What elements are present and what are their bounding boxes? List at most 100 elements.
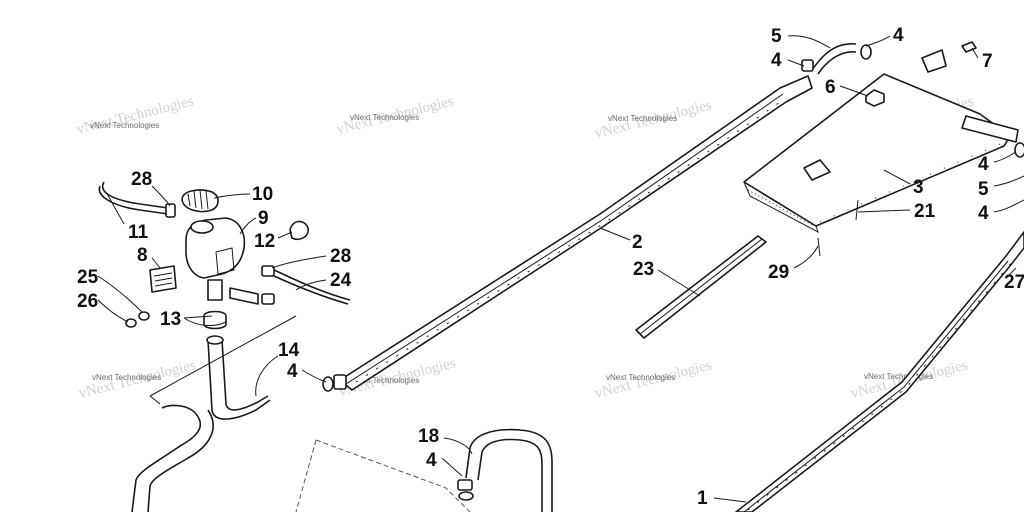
watermark-7: vNext Technologies vNext Technologies xyxy=(593,357,713,402)
leader-28b xyxy=(271,255,327,269)
overflow-hose xyxy=(273,269,351,305)
leader-26 xyxy=(97,299,129,323)
tank-neck xyxy=(190,220,214,234)
main-heat-exchanger-rail xyxy=(735,231,1024,512)
callout-28: 28 xyxy=(131,169,152,190)
lower-hose-assembly xyxy=(295,428,553,512)
callout-9: 9 xyxy=(258,208,269,229)
callout-4: 4 xyxy=(978,203,989,224)
watermark-text: vNext Technologies xyxy=(350,376,419,385)
hose-clamp xyxy=(457,479,473,491)
tank-spout xyxy=(207,279,223,301)
hose-clamp xyxy=(165,203,176,218)
callout-7: 7 xyxy=(982,51,993,72)
callout-8: 8 xyxy=(137,245,148,266)
callout-24: 24 xyxy=(330,270,352,291)
callout-6: 6 xyxy=(825,77,836,98)
push-nut xyxy=(865,89,885,107)
callout-28: 28 xyxy=(330,246,351,267)
assembly-bracket-outline xyxy=(149,315,297,405)
cable-tie xyxy=(817,237,821,257)
leader-28a xyxy=(151,185,171,207)
leader-4c xyxy=(993,151,1017,163)
retaining-ring xyxy=(289,220,310,241)
callout-3: 3 xyxy=(913,177,924,198)
callouts: 1 2 3 4 4 4 4 4 4 5 5 6 7 8 9 10 11 12 1… xyxy=(77,25,1024,509)
leader-27 xyxy=(1007,267,1017,277)
rail-edge xyxy=(345,93,784,385)
leader-2 xyxy=(599,227,631,241)
callout-12: 12 xyxy=(254,231,275,252)
leader-5b xyxy=(993,175,1024,187)
leader-25 xyxy=(97,275,143,313)
callout-4: 4 xyxy=(893,25,904,46)
lower-hose xyxy=(131,404,214,512)
leader-24 xyxy=(295,279,327,291)
callout-10: 10 xyxy=(252,184,273,205)
tank-bracket xyxy=(215,247,235,275)
callout-27: 27 xyxy=(1004,272,1024,293)
cable-tie xyxy=(855,199,859,221)
watermark-text: vNext Technologies xyxy=(90,121,159,130)
leader-4f xyxy=(441,457,463,477)
leader-3 xyxy=(883,169,911,185)
callout-14: 14 xyxy=(278,340,300,361)
leader-lines xyxy=(97,35,1024,503)
leader-4d xyxy=(993,199,1024,213)
bolt xyxy=(961,41,977,53)
watermark-shadow-text: vNext Technologies xyxy=(75,93,195,138)
leader-9 xyxy=(239,217,257,235)
washer xyxy=(138,311,150,321)
leader-10 xyxy=(213,193,251,199)
tank-outlet-fitting xyxy=(229,287,259,305)
engine-outline xyxy=(295,439,471,512)
callout-23: 23 xyxy=(633,259,654,280)
heat-shield-assembly xyxy=(743,41,1024,257)
callout-25: 25 xyxy=(77,267,99,288)
leader-29 xyxy=(793,245,819,269)
rail-edge xyxy=(743,260,1009,512)
callout-2: 2 xyxy=(632,232,643,253)
callout-4: 4 xyxy=(978,154,989,175)
leader-13 xyxy=(183,315,227,326)
rail-strip-edge xyxy=(639,238,763,335)
nut xyxy=(125,318,137,328)
seal-washer xyxy=(860,44,872,60)
heat-shield-fold xyxy=(743,181,819,234)
leader-14 xyxy=(255,355,279,397)
leader-18 xyxy=(443,437,473,455)
upper-hose xyxy=(811,43,857,75)
hose-end xyxy=(206,335,224,345)
watermark-1: vNext Technologies vNext Technologies xyxy=(75,93,195,138)
heat-exchanger-rails xyxy=(322,43,1024,512)
hose-clamp xyxy=(261,293,275,305)
leader-8 xyxy=(151,257,161,269)
seal-washer xyxy=(458,491,474,501)
leader-7 xyxy=(971,47,979,59)
heat-shield-bracket xyxy=(803,159,831,181)
watermark-text: vNext Technologies xyxy=(92,373,161,382)
callout-5: 5 xyxy=(978,179,989,200)
watermark-3: vNext Technologies vNext Technologies xyxy=(593,97,713,142)
callout-18: 18 xyxy=(418,426,439,447)
heat-shield-top-tube xyxy=(961,115,1019,143)
seal-washer xyxy=(322,376,334,392)
leader-12 xyxy=(277,231,293,239)
hose-clamp xyxy=(203,310,227,330)
hose-clamp xyxy=(261,265,275,277)
coolant-tank-assembly xyxy=(98,181,351,512)
callout-29: 29 xyxy=(768,262,789,283)
leader-21 xyxy=(857,209,911,213)
callout-4: 4 xyxy=(771,50,782,71)
watermark-text: vNext Technologies xyxy=(606,373,675,382)
callout-5: 5 xyxy=(771,26,782,47)
callout-1: 1 xyxy=(697,488,708,509)
leader-4e xyxy=(301,369,327,383)
watermark-text: vNext Technologies xyxy=(864,372,933,381)
seal-washer xyxy=(1014,142,1024,158)
callout-4: 4 xyxy=(426,450,437,471)
coolant-hose xyxy=(207,339,271,420)
tank-cap-ridges xyxy=(187,189,209,210)
rail-end-fitting xyxy=(333,374,347,390)
